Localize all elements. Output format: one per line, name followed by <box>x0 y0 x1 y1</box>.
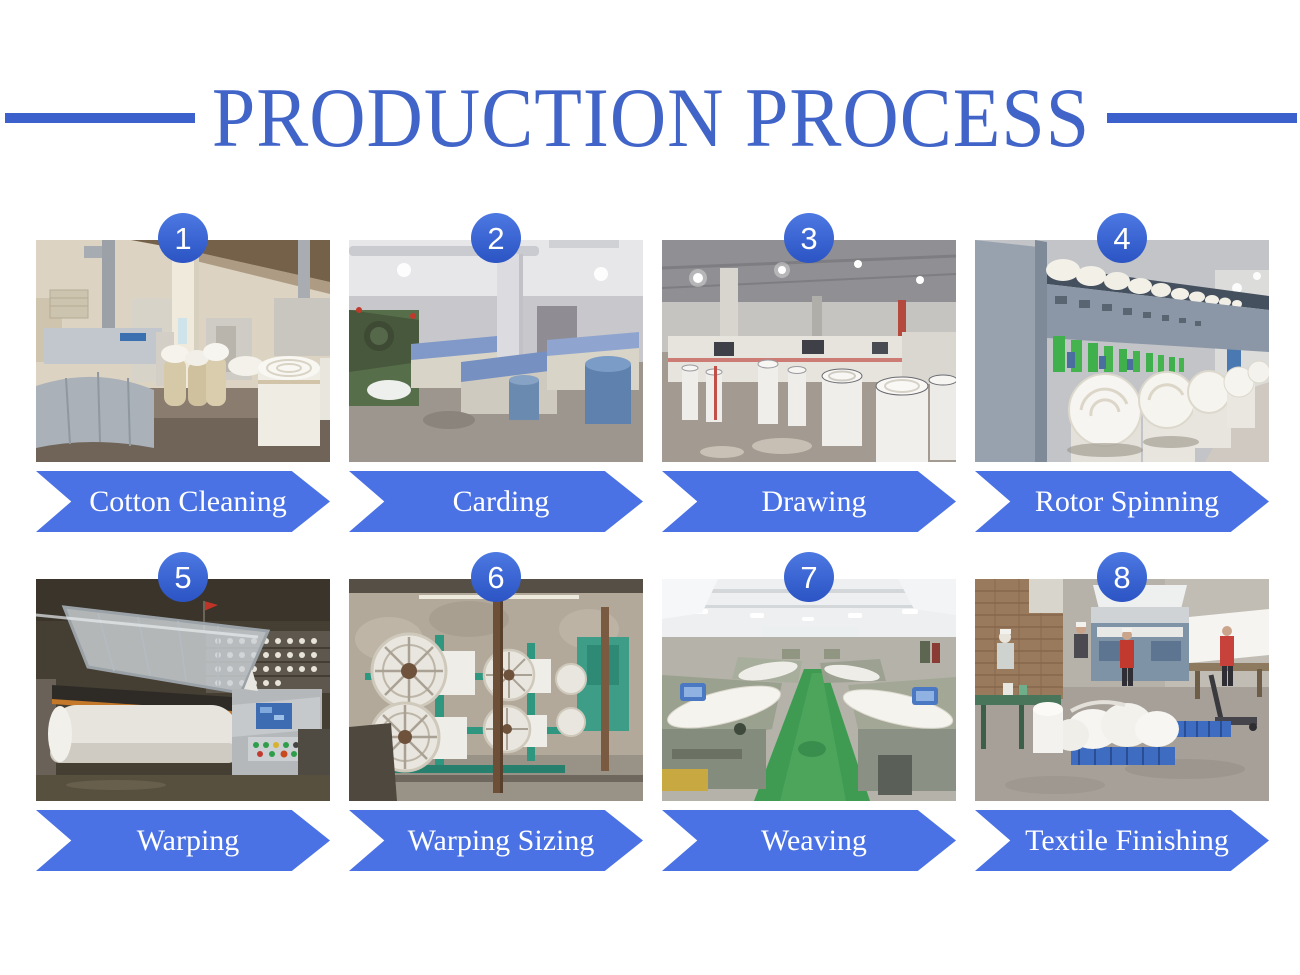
process-step-warping-sizing: 6 <box>349 552 643 871</box>
step-number-badge: 4 <box>1097 213 1147 263</box>
rotor-spinning-illustration <box>975 240 1269 462</box>
warping-illustration <box>36 579 330 801</box>
step-number: 3 <box>800 220 818 256</box>
process-step-textile-finishing: 8 <box>975 552 1269 871</box>
process-step-rotor-spinning: 4 <box>975 213 1269 532</box>
step-number-badge: 6 <box>471 552 521 602</box>
process-step-carding: 2 <box>349 213 643 532</box>
title-divider-left <box>5 113 195 123</box>
process-step-warping: 5 <box>36 552 330 871</box>
process-step-cotton-cleaning: 1 <box>36 213 330 532</box>
step-number: 4 <box>1113 220 1131 256</box>
step-number-badge: 8 <box>1097 552 1147 602</box>
photo-weaving <box>662 579 956 801</box>
process-grid: 1 <box>36 213 1269 871</box>
step-number: 2 <box>487 220 505 256</box>
title-divider-right <box>1107 113 1297 123</box>
step-label: Warping Sizing <box>407 823 595 857</box>
carding-illustration <box>349 240 643 462</box>
step-number: 1 <box>174 220 192 256</box>
textile-finishing-illustration <box>975 579 1269 801</box>
step-label-arrow: Rotor Spinning <box>975 471 1269 532</box>
step-number-badge: 7 <box>784 552 834 602</box>
step-number: 6 <box>487 559 505 595</box>
header: PRODUCTION PROCESS <box>0 58 1300 178</box>
photo-warping <box>36 579 330 801</box>
step-number: 7 <box>800 559 818 595</box>
photo-drawing <box>662 240 956 462</box>
process-step-weaving: 7 <box>662 552 956 871</box>
step-label-arrow: Drawing <box>662 471 956 532</box>
step-label: Carding <box>452 484 550 518</box>
weaving-illustration <box>662 579 956 801</box>
step-label-arrow: Cotton Cleaning <box>36 471 330 532</box>
step-label-arrow: Warping <box>36 810 330 871</box>
step-number-badge: 3 <box>784 213 834 263</box>
step-label-arrow: Weaving <box>662 810 956 871</box>
step-label-arrow: Carding <box>349 471 643 532</box>
process-step-drawing: 3 <box>662 213 956 532</box>
step-label-arrow: Warping Sizing <box>349 810 643 871</box>
photo-rotor-spinning <box>975 240 1269 462</box>
step-label-arrow: Textile Finishing <box>975 810 1269 871</box>
step-label: Textile Finishing <box>1025 823 1229 857</box>
photo-carding <box>349 240 643 462</box>
photo-warping-sizing <box>349 579 643 801</box>
step-number-badge: 1 <box>158 213 208 263</box>
step-number-badge: 2 <box>471 213 521 263</box>
step-number: 5 <box>174 559 192 595</box>
step-label: Cotton Cleaning <box>89 484 287 518</box>
cotton-cleaning-illustration <box>36 240 330 462</box>
photo-textile-finishing <box>975 579 1269 801</box>
step-label: Warping <box>136 823 240 857</box>
step-number-badge: 5 <box>158 552 208 602</box>
step-label: Drawing <box>761 484 867 518</box>
step-label: Weaving <box>761 823 867 857</box>
warping-sizing-illustration <box>349 579 643 801</box>
photo-cotton-cleaning <box>36 240 330 462</box>
step-number: 8 <box>1113 559 1131 595</box>
step-label: Rotor Spinning <box>1034 484 1220 518</box>
drawing-illustration <box>662 240 956 462</box>
page-title: PRODUCTION PROCESS <box>211 70 1091 165</box>
